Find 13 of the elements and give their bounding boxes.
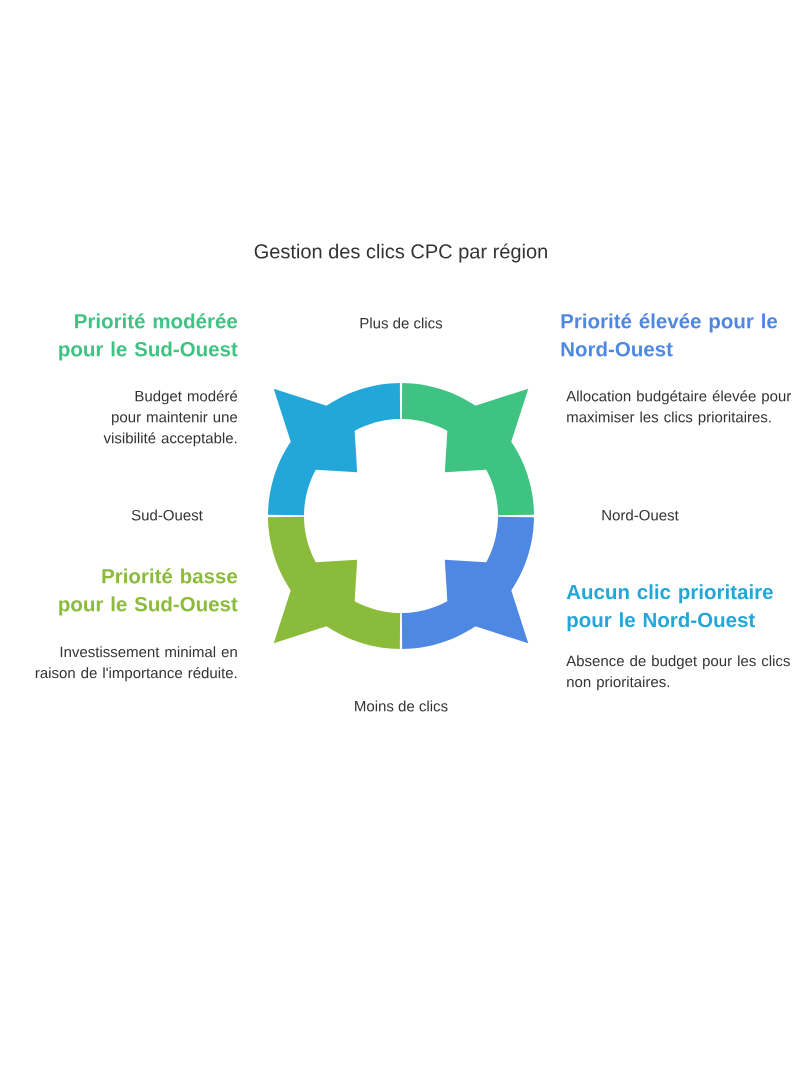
heading: Priorité élevée pour le Nord-Ouest	[561, 313, 778, 357]
heading: Priorité basse pour le Sud-Ouest	[59, 568, 238, 616]
description-text: Allocation budgétaire élevée pour maximiser les clics prioritaires.	[566, 390, 792, 426]
title: Gestion des clics CPC par région	[254, 243, 547, 263]
heading: Priorité modérée pour le Sud-Ouest	[59, 313, 238, 361]
description-text: Absence de budget pour les clics non prioritaires.	[566, 655, 790, 691]
heading: Aucun clic prioritaire pour le Nord-Ouest	[566, 584, 773, 632]
axis-label: Plus de clics	[360, 317, 443, 329]
description-text: Budget modéré pour maintenir une visibilité acceptable.	[103, 390, 238, 447]
axis-label: Nord-Ouest	[602, 509, 679, 521]
description-text: Investissement minimal en raison de l'importance réduite.	[35, 646, 237, 682]
axis-label: Moins de clics	[355, 700, 448, 712]
axis-label: Sud-Ouest	[131, 509, 203, 521]
